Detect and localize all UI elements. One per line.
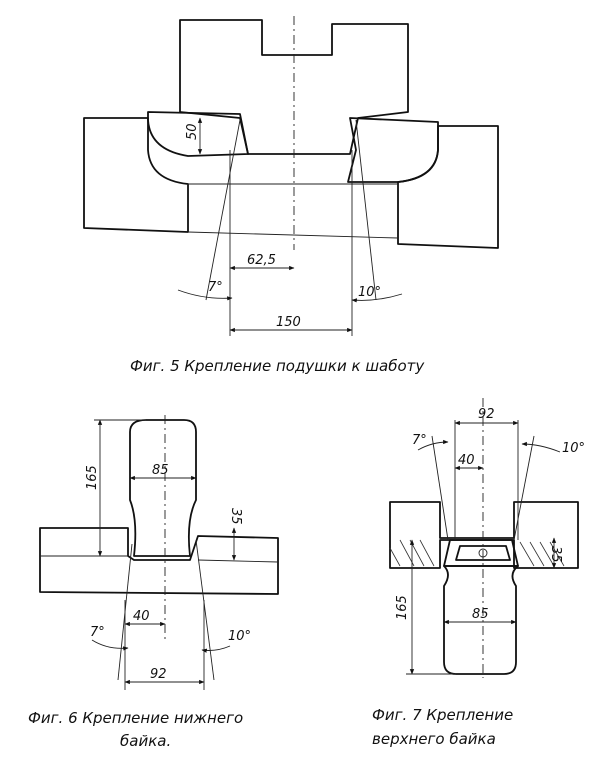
fig5-arc-10	[351, 293, 403, 303]
fig5-left-body	[83, 117, 189, 233]
figure-5: 50 62,5 7° 10° 150 Фиг. 5 Крепление поду…	[83, 16, 499, 375]
fig7-angle-left	[431, 435, 449, 541]
fig6-caption-line2: байка.	[120, 732, 171, 750]
fig7-caption-line1: Фиг. 7 Крепление	[372, 706, 513, 724]
fig6-caption-line1: Фиг. 6 Крепление нижнего	[28, 709, 243, 727]
fig6-dim-35: 35	[228, 508, 243, 525]
fig6-dim-92: 92	[150, 667, 167, 682]
fig7-top-block	[389, 501, 579, 569]
fig6-dim-165: 165	[85, 465, 100, 490]
fig6-dim-40: 40	[133, 609, 150, 624]
fig5-angle-left	[205, 119, 241, 301]
figure-7: 92 40 7° 10° 165 85 35 Фиг. 7 Крепление …	[372, 398, 585, 748]
fig7-dim-35: 35	[548, 546, 563, 563]
fig6-die	[129, 419, 197, 557]
fig7-key	[455, 545, 511, 561]
fig7-dim-85: 85	[472, 607, 489, 622]
fig6-dim-85: 85	[152, 463, 169, 478]
figure-6: 165 85 35 40 7° 10° 92 Фиг. 6 Крепление …	[28, 415, 279, 750]
fig7-angle-7: 7°	[412, 433, 427, 448]
fig5-angle-10: 10°	[358, 285, 381, 300]
fig7-angle-right	[513, 435, 535, 541]
fig6-arc-10	[201, 645, 231, 653]
fig5-caption: Фиг. 5 Крепление подушки к шаботу	[130, 357, 425, 375]
fig7-arc-7	[417, 439, 449, 451]
fig6-base-inner	[40, 555, 279, 563]
fig7-dim-40: 40	[458, 453, 475, 468]
fig7-angle-10: 10°	[562, 441, 585, 456]
fig7-die	[443, 565, 519, 675]
fig5-right-body	[397, 125, 499, 249]
fig7-arc-10	[521, 441, 561, 453]
fig7-dim-165: 165	[395, 595, 410, 620]
fig6-angle-7: 7°	[90, 625, 105, 640]
fig5-dim-50: 50	[185, 123, 200, 140]
fig7-caption-line2: верхнего байка	[372, 730, 496, 748]
fig5-arc-7	[177, 289, 233, 301]
fig7-hatch	[389, 539, 565, 567]
fig5-angle-7: 7°	[208, 280, 223, 295]
fig5-dim-150: 150	[276, 315, 301, 330]
fig7-dim-92: 92	[478, 407, 495, 422]
fig6-base	[39, 527, 279, 595]
fig5-left-jaw	[147, 111, 249, 157]
fig6-arc-7	[91, 639, 129, 651]
fig5-angle-right	[355, 119, 377, 301]
fig6-angle-right	[195, 539, 215, 681]
fig7-dovetail	[443, 539, 519, 567]
fig6-angle-10: 10°	[228, 629, 251, 644]
fig5-dim-62-5: 62,5	[247, 253, 276, 268]
